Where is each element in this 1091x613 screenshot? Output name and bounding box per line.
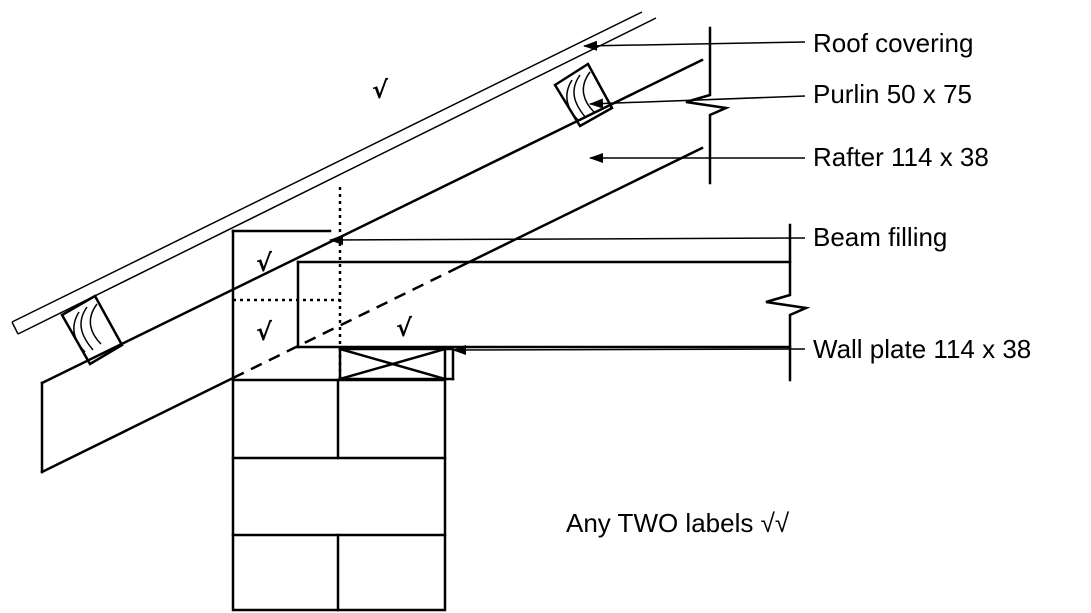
label-purlin: Purlin 50 x 75 <box>813 79 972 109</box>
break-line-lower <box>765 223 811 382</box>
leader-roof-covering <box>583 40 806 51</box>
leader-beam-filling <box>329 234 806 245</box>
roof-covering-sheet <box>11 11 657 335</box>
label-wall-plate: Wall plate 114 x 38 <box>813 334 1031 364</box>
ceiling-joist <box>296 260 792 349</box>
tick-mark-beam-filling: √ <box>256 249 273 277</box>
purlin-lower <box>60 294 124 366</box>
label-beam-filling: Beam filling <box>813 222 947 252</box>
break-line-upper <box>685 26 731 185</box>
tick-mark-roof: √ <box>372 76 389 104</box>
rafter <box>40 58 704 474</box>
leader-wall-plate <box>452 344 806 355</box>
tick-mark-filling-lower: √ <box>256 318 273 346</box>
note-any-two-labels: Any TWO labels √√ <box>566 508 790 538</box>
leader-purlin <box>589 95 806 109</box>
tick-mark-wall-plate: √ <box>396 314 413 342</box>
wall-plate <box>338 347 455 381</box>
purlin-upper <box>553 62 614 128</box>
beam-filling-block <box>231 187 342 382</box>
label-roof-covering: Roof covering <box>813 28 973 58</box>
label-rafter: Rafter 114 x 38 <box>813 142 989 172</box>
brick-wall <box>231 378 447 612</box>
